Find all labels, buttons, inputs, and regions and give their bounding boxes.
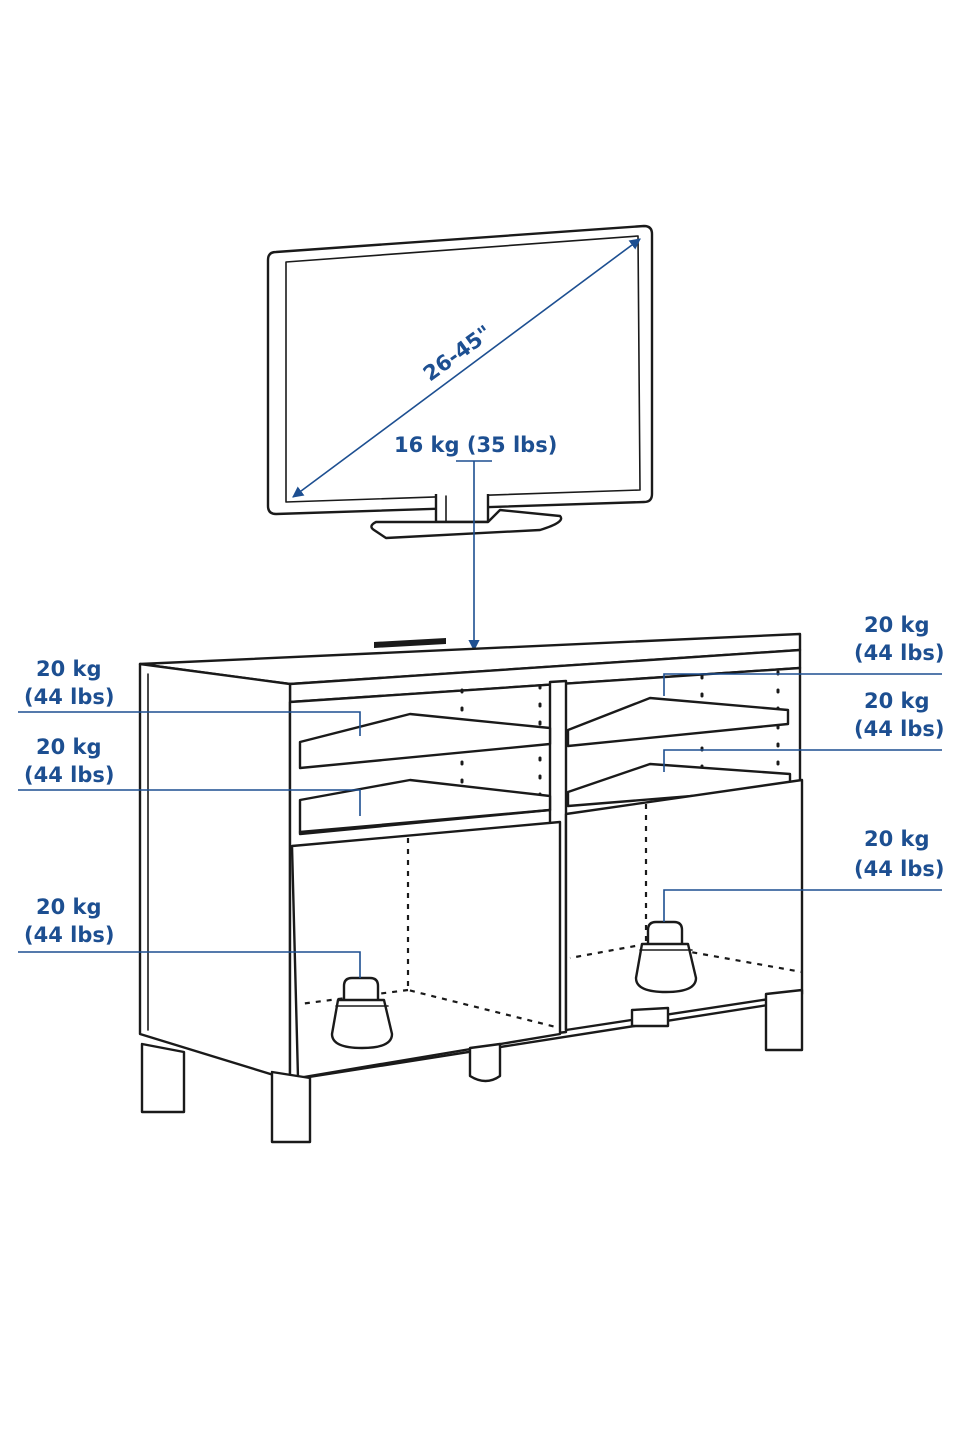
left-lower-shelf-leader	[18, 789, 361, 816]
left-lower-shelf	[298, 778, 552, 836]
screen-diagonal-arrow	[292, 238, 641, 498]
right-lower-shelf-leader	[663, 749, 942, 772]
right-upper-shelf	[566, 696, 790, 748]
left-lower-shelf-lbs: (44 lbs)	[24, 763, 114, 787]
left-upper-shelf-lbs: (44 lbs)	[24, 685, 114, 709]
tv-stand-base	[370, 508, 563, 540]
leg-center	[468, 1042, 502, 1083]
weight-left	[330, 976, 394, 1050]
left-compartment-hidden-lines	[299, 838, 561, 1030]
right-compartment-lbs: (44 lbs)	[854, 857, 944, 881]
left-side-panel	[138, 662, 292, 1082]
left-compartment-kg: 20 kg	[36, 895, 102, 919]
load-labels: 20 kg (44 lbs) 20 kg (44 lbs) 20 kg (44 …	[18, 613, 944, 978]
cable-outlet	[374, 638, 446, 648]
left-upper-shelf	[298, 712, 552, 770]
tv-frame	[266, 224, 654, 516]
tv-weight-label: 16 kg (35 lbs)	[394, 433, 557, 457]
right-compartment-kg: 20 kg	[864, 827, 930, 851]
left-drawer-top-edge	[298, 808, 552, 834]
left-upper-shelf-leader	[18, 711, 361, 736]
tv-stand-neck	[434, 494, 490, 524]
left-compartment-lbs: (44 lbs)	[24, 923, 114, 947]
right-compartment-leader	[663, 889, 942, 922]
leg-back-right	[630, 1006, 670, 1028]
tv-illustration: 26-45" 16 kg (35 lbs)	[266, 224, 654, 650]
right-upper-shelf-kg: 20 kg	[864, 613, 930, 637]
leg-front-left	[270, 1070, 312, 1144]
right-door	[564, 778, 804, 1032]
left-upper-shelf-kg: 20 kg	[36, 657, 102, 681]
leg-front-right	[764, 988, 804, 1052]
left-lower-shelf-kg: 20 kg	[36, 735, 102, 759]
tv-weight-leader	[456, 460, 492, 650]
right-lower-shelf-kg: 20 kg	[864, 689, 930, 713]
tv-bench-illustration	[138, 632, 804, 1144]
left-compartment-leader	[18, 951, 361, 978]
leg-back-left	[140, 1042, 186, 1114]
weight-right	[634, 920, 698, 994]
right-upper-shelf-lbs: (44 lbs)	[854, 641, 944, 665]
right-upper-shelf-leader	[663, 673, 942, 696]
right-lower-shelf-lbs: (44 lbs)	[854, 717, 944, 741]
